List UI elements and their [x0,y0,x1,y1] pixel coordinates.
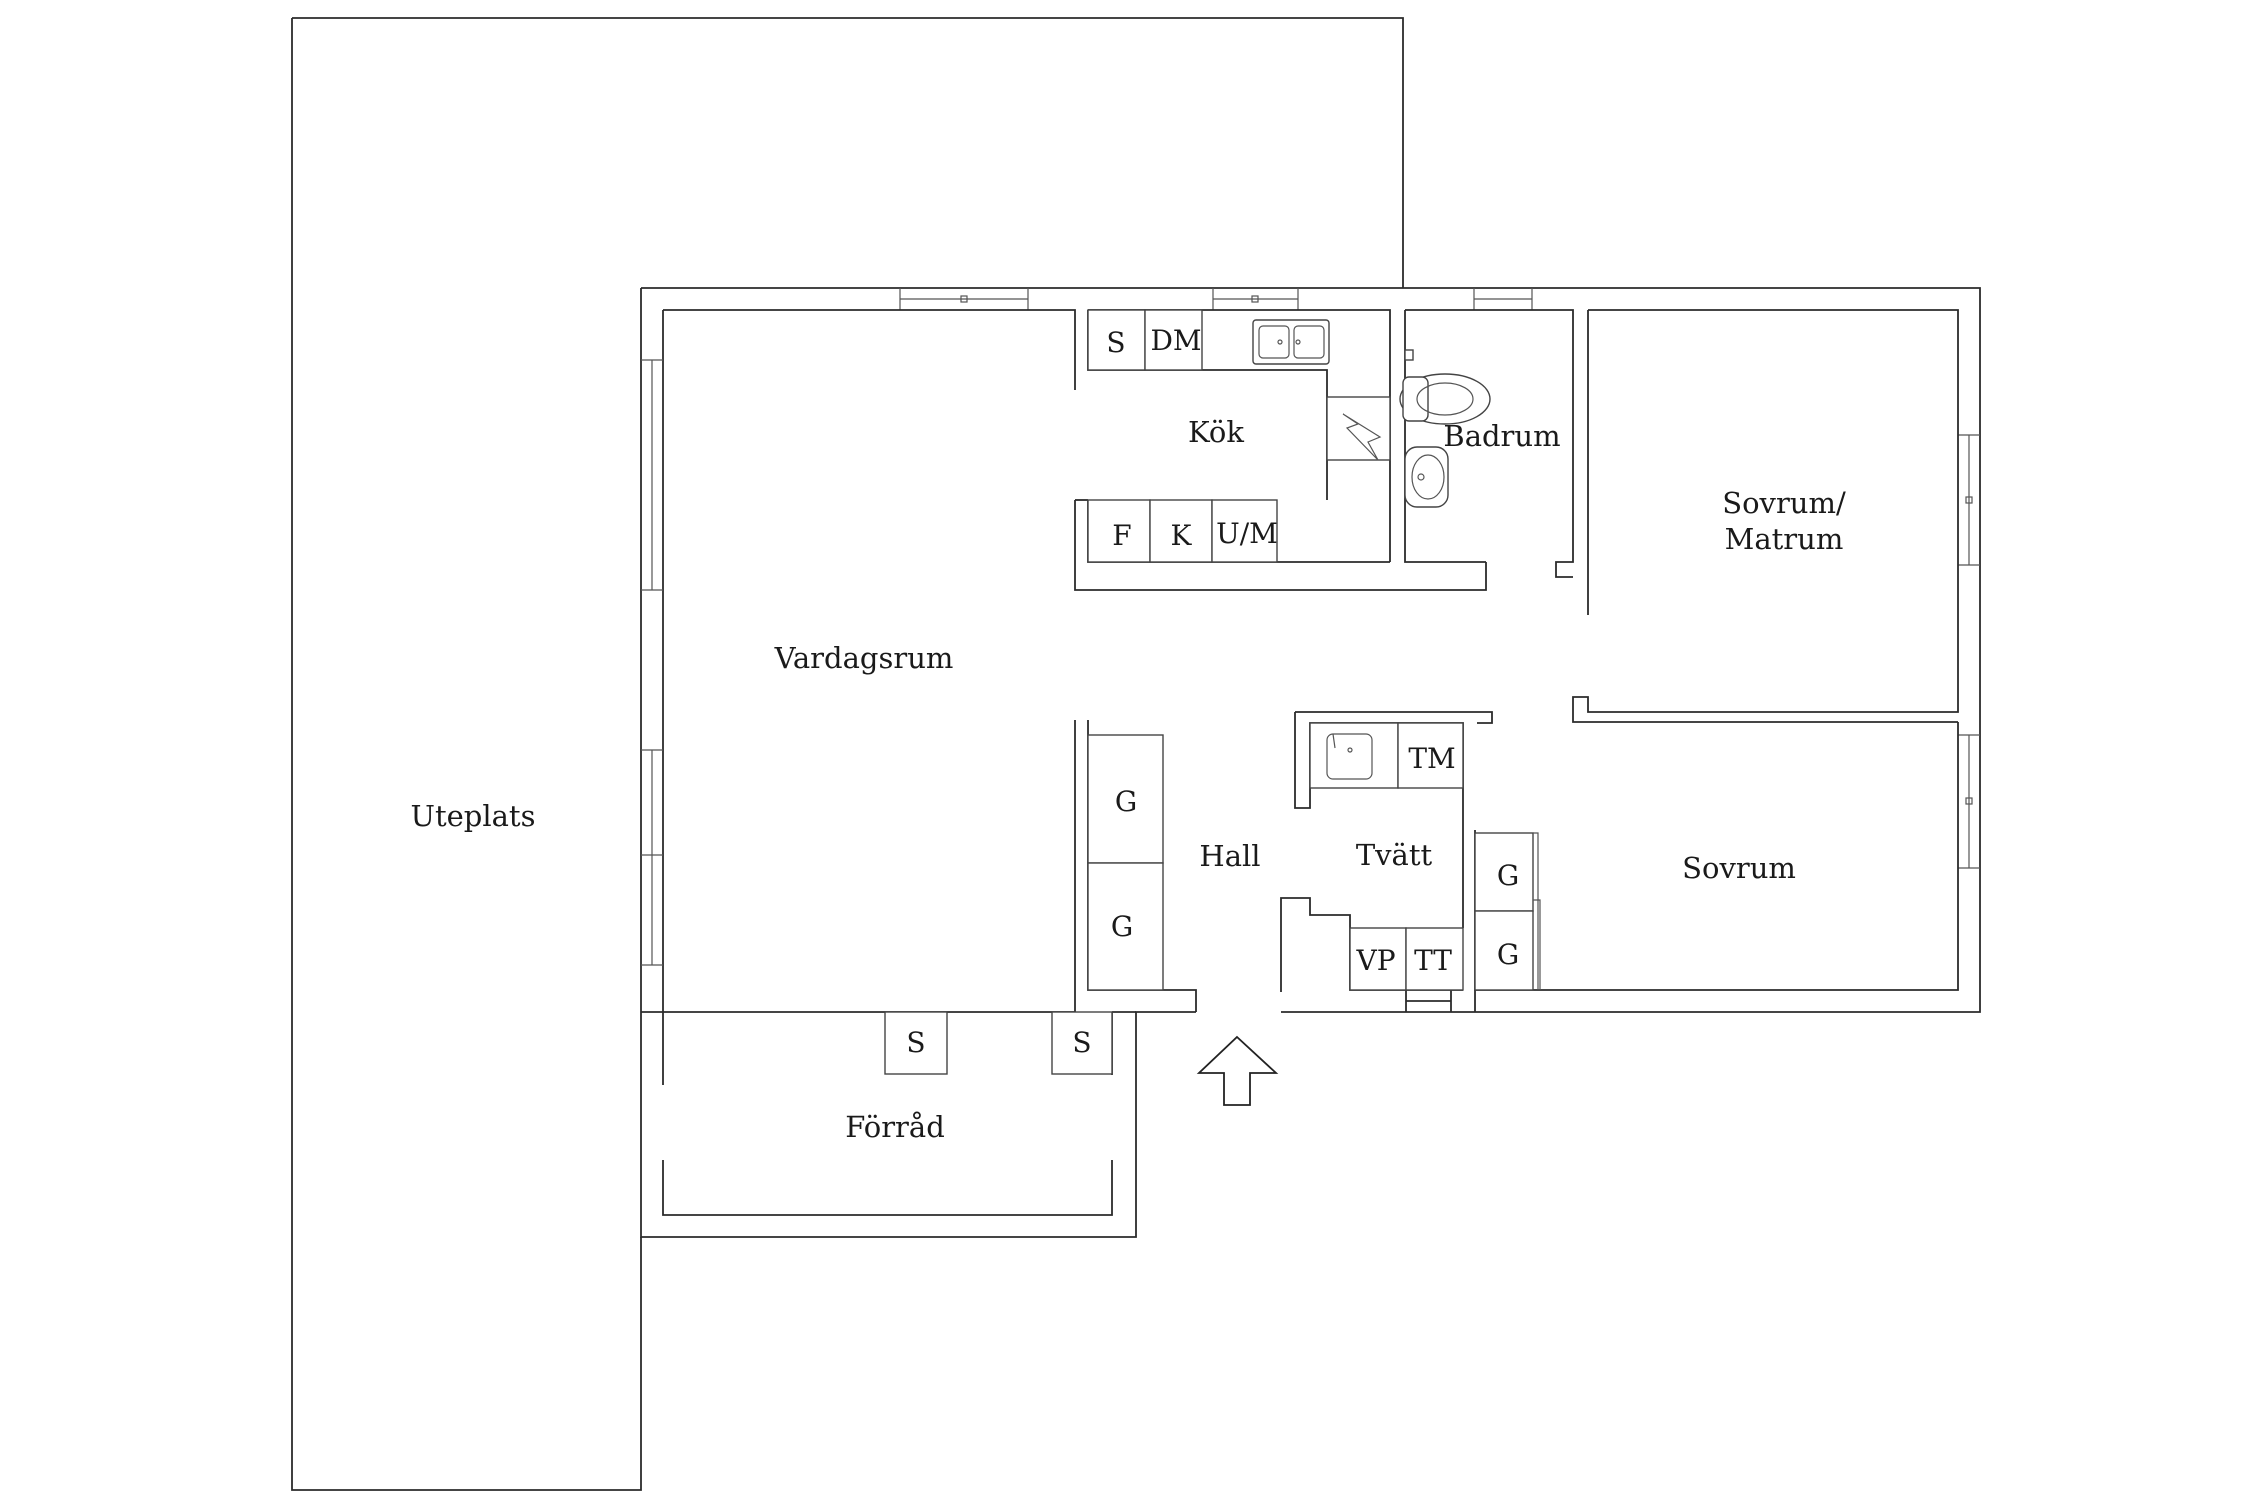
fixture-label-kitchen-um: U/M [1216,517,1278,550]
kitchen-freezer-k [1149,499,1213,563]
patio-outline [291,17,1404,1491]
bathroom-fixtures [1399,349,1491,508]
hall-wardrobe-1 [1087,734,1164,864]
fixture-label-hall-g2: G [1111,910,1133,943]
fixture-label-kitchen-k: K [1171,519,1193,552]
windows [641,288,1980,966]
interior-walls [641,309,1959,1216]
laundry-dryer-tm [1397,722,1464,789]
fixture-label-hall-g1: G [1115,785,1137,818]
fixture-label-laundry-vp: VP [1355,944,1395,977]
fixture-label-kitchen-dm: DM [1150,324,1201,357]
laundry-sink-icon [1309,722,1399,789]
label-uteplats: Uteplats [411,799,536,833]
label-sovrum-matrum-2: Matrum [1725,522,1844,556]
label-hall: Hall [1199,839,1260,873]
hall-wardrobe-2 [1087,862,1164,991]
fixture-label-storage-s2: S [1072,1026,1091,1059]
label-kok: Kök [1188,415,1244,449]
kitchen-cabinet-dm [1144,309,1203,371]
bedroom-wardrobe-2 [1474,910,1534,991]
kitchen-fixtures [1087,309,1391,563]
label-tvatt: Tvätt [1356,838,1433,872]
kitchen-fridge-f [1087,499,1151,563]
label-sovrum-matrum-1: Sovrum/ [1722,486,1846,520]
label-forrad: Förråd [845,1110,945,1144]
laundry-dryer-tt [1405,927,1464,991]
bedroom-wardrobe-1 [1474,832,1534,912]
label-sovrum: Sovrum [1682,851,1796,885]
fixture-label-kitchen-f: F [1112,519,1131,552]
fixture-labels: S DM F K U/M TM VP TT G G G G S S [906,324,1519,1059]
fixture-label-bed-g1: G [1497,859,1519,892]
fixture-label-storage-s1: S [906,1026,925,1059]
storage-cabinet-2 [1051,1011,1113,1075]
laundry-washer-vp [1349,927,1407,991]
fixture-label-bed-g2: G [1497,938,1519,971]
label-vardagsrum: Vardagsrum [774,641,954,675]
fixture-label-laundry-tm: TM [1408,742,1455,775]
stove-icon [1326,396,1391,461]
label-badrum: Badrum [1443,419,1560,453]
fixture-label-laundry-tt: TT [1414,944,1452,977]
exterior-walls [640,287,1981,1238]
hall-wardrobes [1087,734,1164,991]
washbasin-icon [1404,446,1449,508]
kitchen-oven-um [1211,499,1278,563]
kitchen-cabinet-s [1087,309,1146,371]
room-labels: Uteplats Vardagsrum Kök Badrum Sovrum/ M… [411,415,1846,1144]
entrance-arrow-icon [1196,1035,1279,1106]
laundry-fixtures [1309,722,1464,991]
fixture-label-kitchen-s: S [1106,326,1125,359]
storage-fixtures [884,1011,1113,1075]
storage-cabinet-1 [884,1011,948,1075]
bedroom-wardrobes [1474,832,1541,991]
toilet-icon [1399,349,1491,425]
double-sink-icon [1252,319,1330,365]
